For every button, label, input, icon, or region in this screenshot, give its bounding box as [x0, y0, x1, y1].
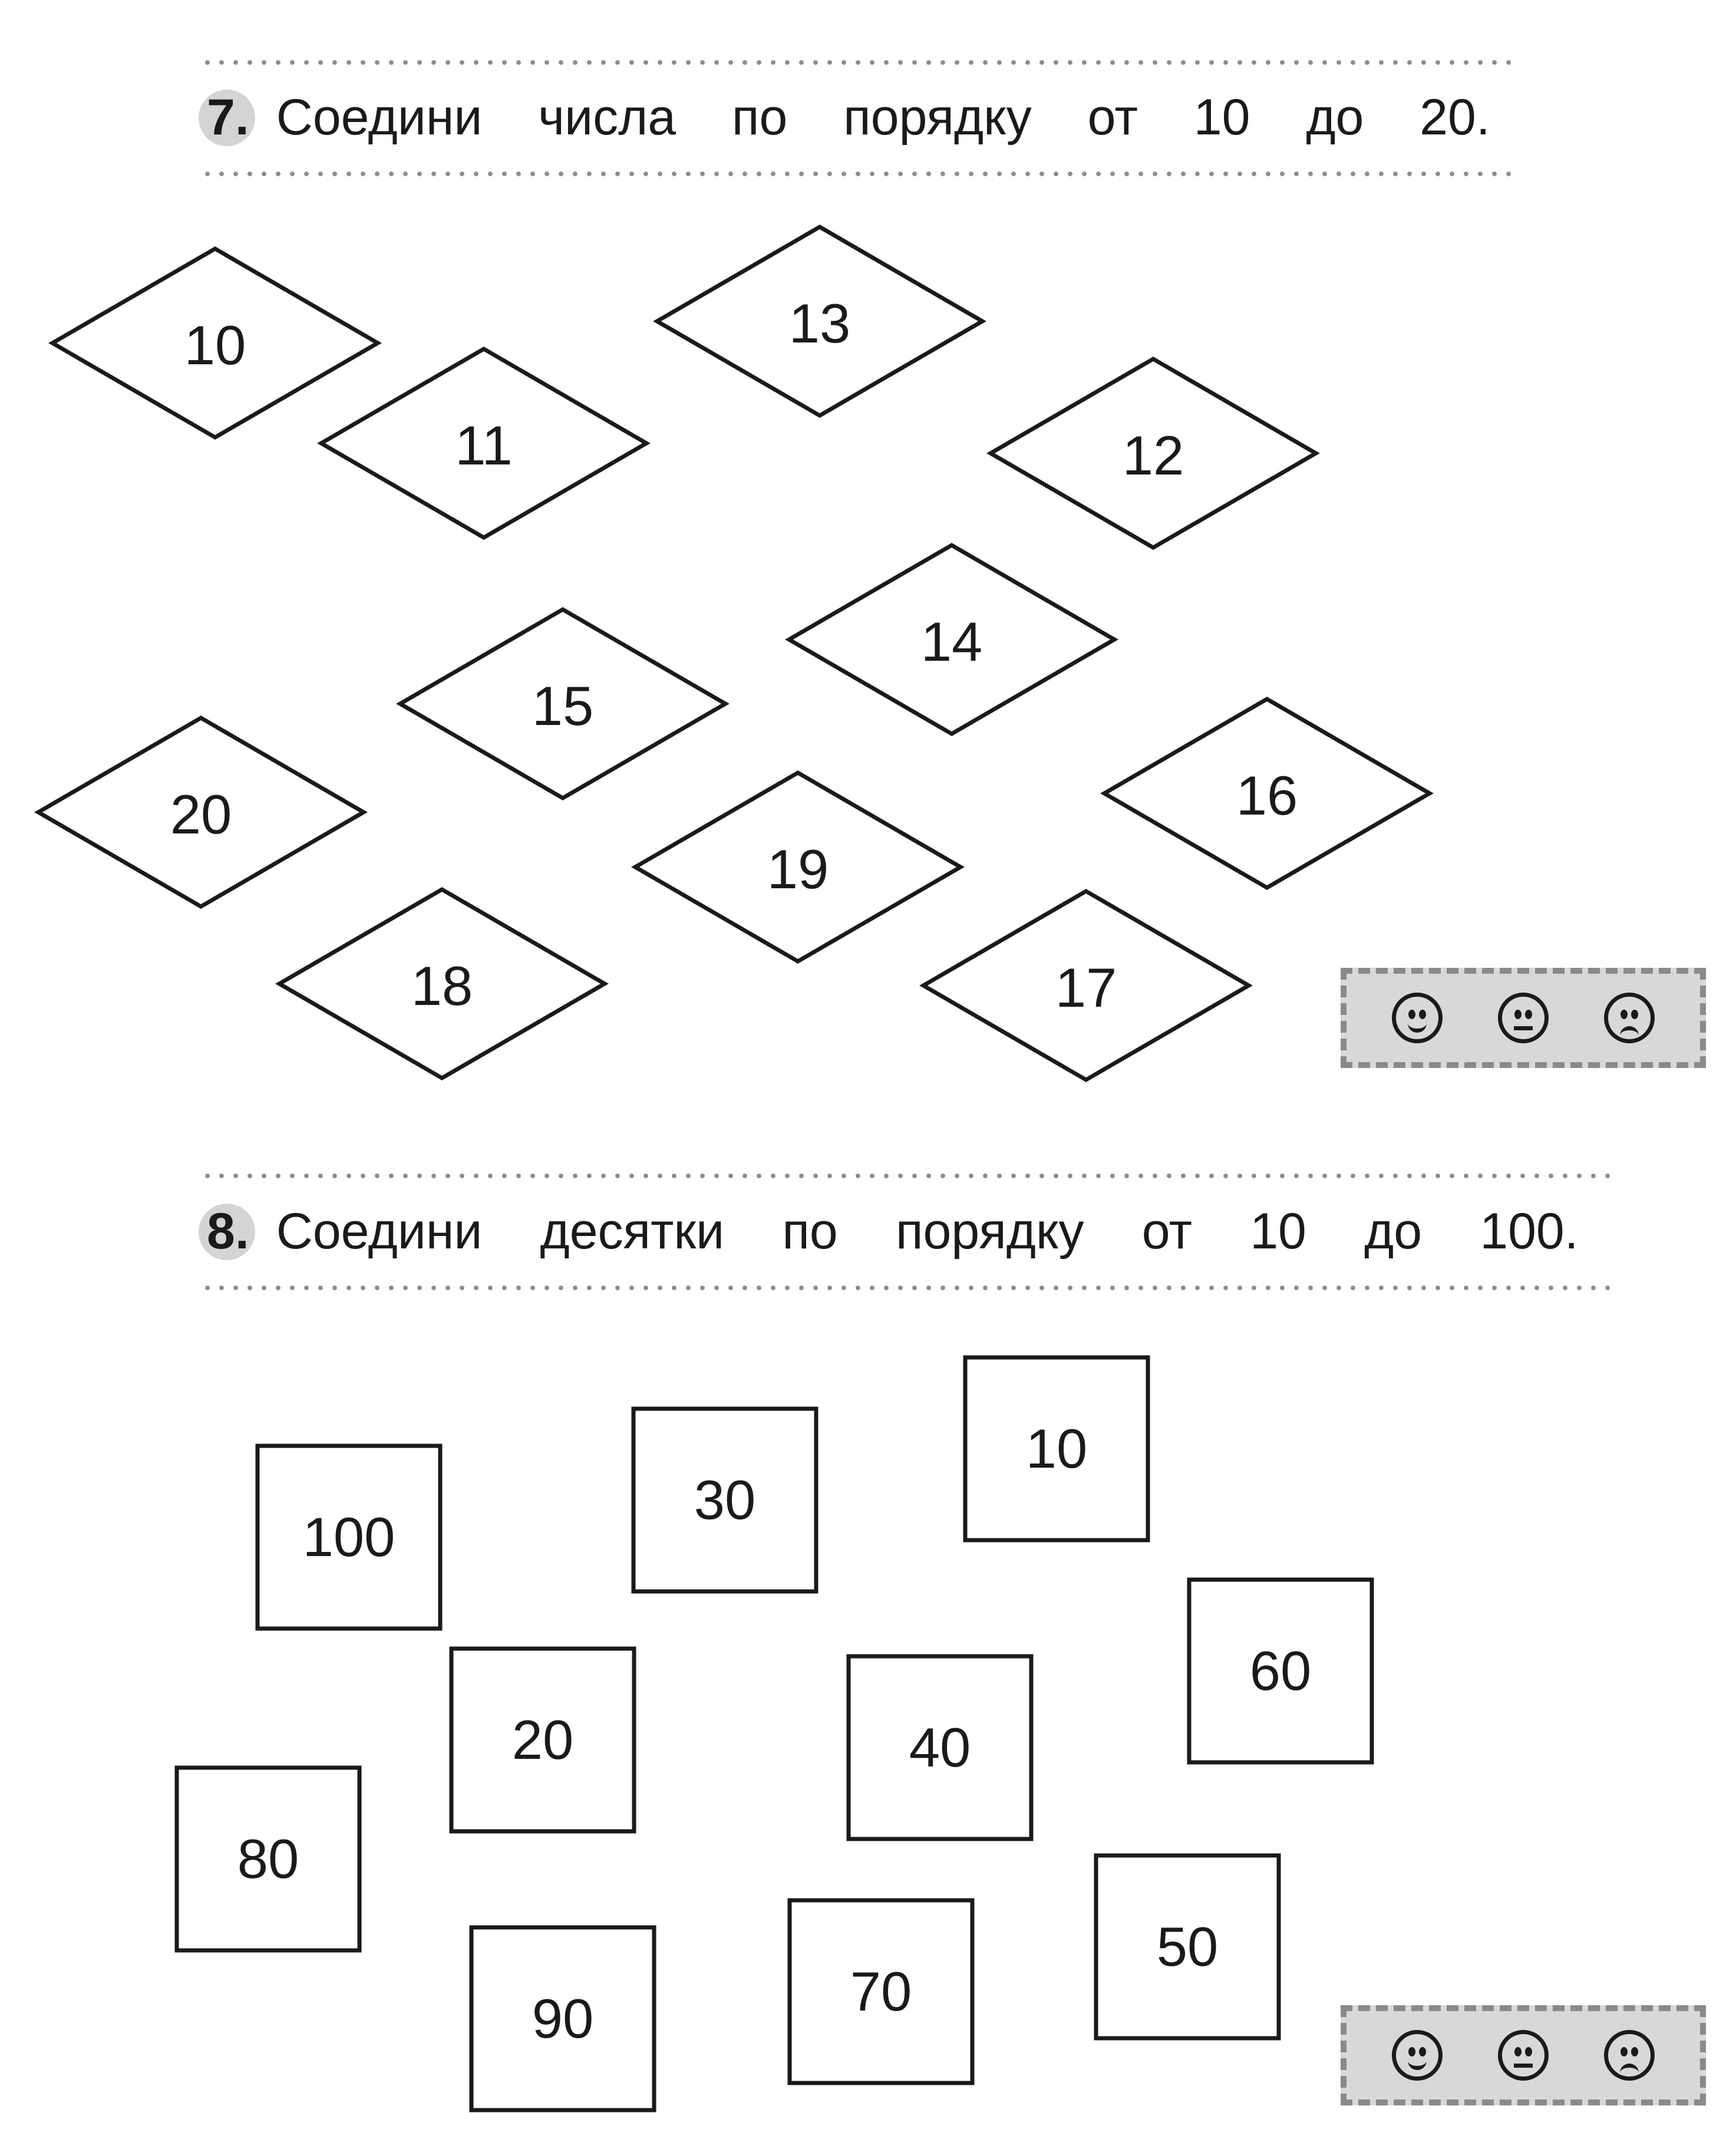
sad-face-icon[interactable] [1604, 993, 1655, 1043]
self-assessment-task-7 [1341, 968, 1706, 1068]
diamond-12 [986, 356, 1320, 551]
diamond-13 [653, 224, 986, 418]
diamond-16 [1100, 696, 1434, 891]
instruction-word: 100. [1480, 1203, 1579, 1260]
square-label: 10 [1025, 1418, 1088, 1479]
instruction-word: по [731, 89, 788, 146]
square-label: 30 [694, 1469, 756, 1531]
face-part [1621, 1010, 1628, 1019]
square-50 [1094, 1853, 1281, 2041]
square-70 [787, 1898, 975, 2085]
face-part [1631, 1010, 1638, 1019]
square-80 [174, 1765, 362, 1953]
square-30 [631, 1406, 819, 1594]
square-label: 80 [237, 1828, 299, 1890]
square-10 [963, 1355, 1150, 1543]
diamond-19 [631, 770, 965, 964]
diamond-17 [919, 888, 1253, 1083]
face-part [1419, 1010, 1426, 1019]
instruction-word: от [1141, 1203, 1193, 1260]
square-100 [255, 1443, 443, 1631]
face-part [1408, 1010, 1415, 1019]
instruction-word: числа [538, 89, 676, 146]
square-label: 70 [850, 1960, 912, 2022]
smiley-icon[interactable] [1392, 2030, 1443, 2081]
instruction-word: 20. [1420, 89, 1490, 146]
square-label: 20 [511, 1709, 574, 1771]
self-assessment-task-8 [1341, 2005, 1706, 2105]
face-part [1631, 2047, 1638, 2056]
face-part [1621, 2047, 1628, 2056]
sad-face-icon[interactable] [1604, 2030, 1655, 2081]
diamond-15 [396, 607, 730, 801]
face-part [1525, 1010, 1532, 1019]
face-part [1514, 2064, 1533, 2068]
square-label: 60 [1249, 1640, 1312, 1702]
face-part [1525, 2047, 1532, 2056]
instruction-word: десятки [540, 1203, 725, 1260]
instruction-word: 10 [1250, 1203, 1306, 1260]
diamond-label: 10 [184, 314, 246, 376]
diamond-14 [785, 542, 1118, 737]
instruction-word: порядку [843, 89, 1032, 146]
neutral-face-icon[interactable] [1498, 993, 1549, 1043]
dotted-rule [200, 1173, 1615, 1179]
face-part [1408, 1018, 1427, 1033]
face-part [1408, 2047, 1415, 2056]
instruction-word: порядку [895, 1203, 1084, 1260]
face-part [1514, 1010, 1522, 1019]
smiley-icon[interactable] [1392, 993, 1443, 1043]
square-60 [1187, 1577, 1374, 1765]
diamond-label: 12 [1122, 424, 1184, 486]
instruction-word: по [782, 1203, 838, 1260]
instruction-word: 10 [1193, 89, 1250, 146]
task-8-header: 8. Соедини десятки по порядку от 10 до 100. [199, 1202, 1579, 1261]
diamond-18 [275, 886, 609, 1081]
diamond-label: 18 [411, 955, 473, 1017]
diamond-11 [317, 346, 651, 540]
diamond-20 [34, 715, 368, 909]
instruction-word: Соедини [276, 1203, 483, 1260]
diamond-10 [48, 246, 382, 440]
face-part [1419, 2047, 1426, 2056]
dotted-rule [200, 60, 1520, 65]
square-label: 40 [909, 1716, 971, 1778]
diamond-label: 15 [532, 675, 594, 737]
instruction-word: до [1306, 89, 1364, 146]
instruction-word: до [1364, 1203, 1423, 1260]
square-20 [449, 1646, 636, 1834]
face-part [1514, 2047, 1522, 2056]
square-90 [469, 1925, 656, 2112]
face-part [1514, 1026, 1533, 1030]
diamond-label: 20 [170, 783, 232, 845]
diamond-label: 11 [455, 414, 513, 476]
face-part [1408, 2055, 1427, 2070]
diamond-label: 13 [788, 292, 851, 354]
dotted-rule [200, 1285, 1615, 1291]
neutral-face-icon[interactable] [1498, 2030, 1549, 2081]
square-40 [846, 1654, 1034, 1841]
square-label: 100 [302, 1506, 395, 1568]
diamond-label: 17 [1055, 957, 1117, 1019]
task-7-number: 7. [199, 88, 255, 147]
square-label: 90 [532, 1988, 594, 2049]
diamond-label: 16 [1236, 764, 1298, 826]
dotted-rule [200, 171, 1520, 177]
face-part [1620, 2064, 1639, 2078]
diamond-label: 14 [920, 611, 983, 673]
task-8-instruction: Соедини десятки по порядку от 10 до 100. [276, 1202, 1579, 1261]
face-part [1620, 1026, 1639, 1041]
diamond-label: 19 [767, 838, 829, 900]
task-8-number: 8. [199, 1202, 255, 1261]
square-label: 50 [1156, 1916, 1219, 1977]
instruction-word: от [1087, 89, 1138, 146]
instruction-word: Соедини [276, 89, 483, 146]
